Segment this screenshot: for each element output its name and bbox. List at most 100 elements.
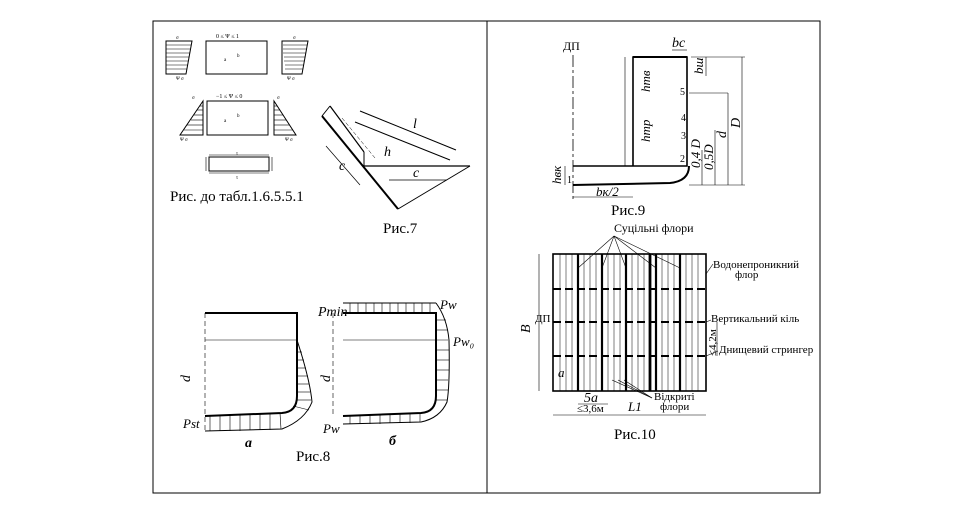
fig10-vertical-keel-label: Вертикальний кіль — [711, 313, 799, 325]
fig7-h: h — [384, 145, 391, 160]
fig-table-group: 0 ≤ Ψ ≤ 1 a b σ Ψ σ σ Ψ σ −1 ≤ Ψ ≤ 0 a b — [165, 34, 309, 205]
fig10-group: Суцільні флори Водонепроникний флор Верт… — [519, 221, 814, 443]
fig8b-pw0: Pw₀ — [452, 334, 474, 349]
stress-hatch-left-1 — [166, 44, 191, 70]
fig9-htv: hтв — [638, 70, 653, 92]
fig9-D: D — [729, 118, 744, 129]
psi-sigma-right-2: Ψ σ — [285, 138, 293, 143]
fig7-bracket-edge — [329, 105, 365, 153]
psi-sigma-left-1: Ψ σ — [176, 77, 184, 82]
fig10-solid-floors-label: Суцільні флори — [614, 221, 694, 235]
fig8b-pw: Pw — [322, 421, 340, 436]
fig8b-label: б — [389, 434, 397, 449]
plate-1-b: b — [237, 54, 240, 59]
fig10-bottom-stringer-label: Днищевий стрингер — [719, 344, 814, 356]
fig9-bk2: bк/2 — [596, 184, 619, 199]
fig7-l: l — [413, 117, 417, 132]
fig9-group: ДП bc bш hтв hтр hвк bк/2 D d 0,5D 0,4 D… — [549, 36, 745, 219]
fig9-bsh: bш — [691, 58, 706, 75]
fig9-bottom-plate — [572, 165, 690, 186]
plate-1-a: a — [224, 58, 227, 63]
fig8a-pressure — [204, 339, 313, 432]
fig8b-hatch — [349, 319, 449, 424]
fig8a-label: а — [245, 436, 252, 451]
fig8b-pressure — [342, 302, 450, 425]
fig8a-pst: Pst — [182, 416, 200, 431]
tau-top: τ — [236, 152, 238, 157]
fig7-l-dim2 — [354, 121, 451, 161]
fig10-caption: Рис.10 — [614, 427, 656, 443]
fig8-caption: Рис.8 — [296, 449, 330, 465]
fig10-B: B — [519, 324, 534, 333]
fig9-n2: 2 — [680, 154, 685, 165]
fig9-n4: 4 — [681, 113, 686, 124]
fig8b-pmin: Pmin — [317, 305, 348, 320]
plate-2-a: a — [224, 119, 227, 124]
fig7-dash — [341, 117, 376, 159]
stress-hatch-left-2 — [184, 105, 203, 131]
plate-2 — [206, 100, 269, 136]
fig9-d: d — [715, 130, 730, 138]
fig9-05D: 0,5D — [701, 144, 716, 170]
fig9-caption: Рис.9 — [611, 203, 645, 219]
fig10-a: a — [558, 365, 565, 380]
fig10-leaders — [577, 235, 719, 399]
fig7-caption: Рис.7 — [383, 221, 418, 237]
fig10-watertight-1: Водонепроникний — [713, 259, 799, 271]
fig10-watertight-2: флор — [735, 269, 759, 281]
fig8b-top-hatch — [349, 303, 431, 313]
fig8b-hull — [342, 312, 437, 417]
tau-bottom: τ — [236, 176, 238, 181]
fig9-hvk: hвк — [549, 165, 564, 184]
fig7-l-dim — [359, 110, 457, 151]
range-label-1: 0 ≤ Ψ ≤ 1 — [216, 34, 239, 40]
plate-shear — [208, 156, 270, 172]
psi-sigma-right-1: Ψ σ — [287, 77, 295, 82]
fig8-group: d Pst а Pmin Pw Pw₀ d P — [179, 297, 474, 465]
fig10-L1: L1 — [627, 399, 642, 414]
fig8b-pw-top: Pw — [439, 297, 457, 312]
stress-hatch-right-1 — [283, 44, 307, 70]
fig7-bracket-end — [321, 105, 331, 117]
fig-table-caption: Рис. до табл.1.6.5.5.1 — [170, 189, 304, 205]
fig8b-d: d — [319, 374, 334, 382]
stress-diagram-left-1 — [165, 40, 193, 75]
fig7-c-dim — [325, 145, 361, 186]
fig10-dp: ДП — [535, 313, 551, 325]
fig9-n3: 3 — [681, 131, 686, 142]
range-label-2: −1 ≤ Ψ ≤ 0 — [216, 94, 242, 100]
stress-diagram-right-1 — [281, 40, 309, 75]
fig9-dp: ДП — [563, 39, 580, 53]
fig10-open-2: флори — [660, 401, 689, 413]
fig10-5a: 5a — [584, 391, 598, 406]
plate-1 — [205, 40, 268, 75]
sigma-left-2: σ — [192, 96, 195, 101]
fig7-plate — [321, 115, 399, 210]
fig8a-hull — [204, 312, 298, 417]
psi-sigma-left-2: Ψ σ — [180, 138, 188, 143]
sigma-top-left-1: σ — [176, 36, 179, 41]
fig9-04D: 0,4 D — [688, 139, 703, 169]
fig7-c-left: c — [339, 159, 346, 174]
fig9-bc: bc — [672, 36, 686, 51]
fig9-n5: 5 — [680, 87, 685, 98]
sigma-top-right-1: σ — [293, 36, 296, 41]
fig8a-d: d — [179, 374, 194, 382]
stress-diagram-right-2 — [273, 99, 297, 136]
plate-2-b: b — [237, 114, 240, 119]
fig9-structure — [573, 56, 688, 167]
fig10-open-1: Відкриті — [654, 391, 695, 403]
fig10-le42: ≤4,2м — [707, 329, 719, 356]
fig9-htr: hтр — [638, 119, 653, 142]
stress-hatch-right-2 — [274, 105, 293, 131]
fig10-le36: ≤3,6м — [577, 403, 604, 415]
fig8a-hatch — [209, 351, 311, 431]
fig9-n1: 1 — [567, 175, 572, 186]
sigma-right-2: σ — [277, 96, 280, 101]
fig7-group: l h c c Рис.7 — [321, 105, 471, 237]
fig7-c-right: c — [413, 166, 420, 181]
shear-hatch — [205, 154, 273, 174]
stress-diagram-left-2 — [179, 99, 204, 136]
fig7-diag — [397, 165, 471, 210]
